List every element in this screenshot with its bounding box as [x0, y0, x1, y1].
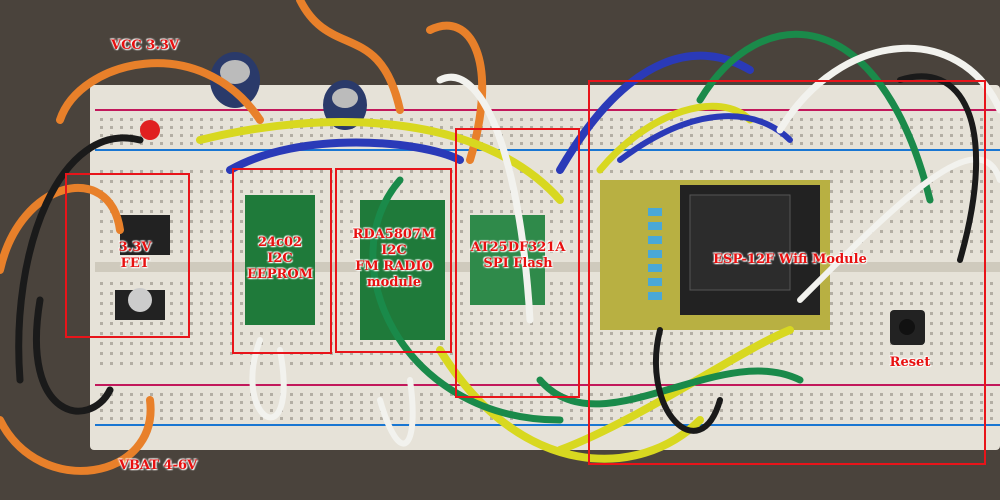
- eeprom-label: 24c02 I2C EEPROM: [246, 235, 314, 282]
- eeprom-box: [232, 168, 332, 354]
- flash-board: [470, 215, 545, 305]
- fet-box: [65, 173, 190, 338]
- fet-label: 3.3V FET: [118, 240, 152, 271]
- wifi-box: [588, 80, 986, 465]
- vbat-label: VBAT 4-6V: [118, 458, 198, 473]
- vcc-label: VCC 3.3V: [110, 38, 179, 53]
- radio-box: [335, 168, 452, 353]
- wifi-label: ESP-12F Wifi Module: [713, 252, 867, 267]
- flash-box: [455, 128, 580, 398]
- flash-label: AT25DF321A SPI Flash: [470, 240, 566, 271]
- reset-label: Reset: [889, 355, 931, 370]
- radio-label: RDA5807M I2C FM RADIO module: [352, 227, 436, 290]
- eeprom-board: [245, 195, 315, 325]
